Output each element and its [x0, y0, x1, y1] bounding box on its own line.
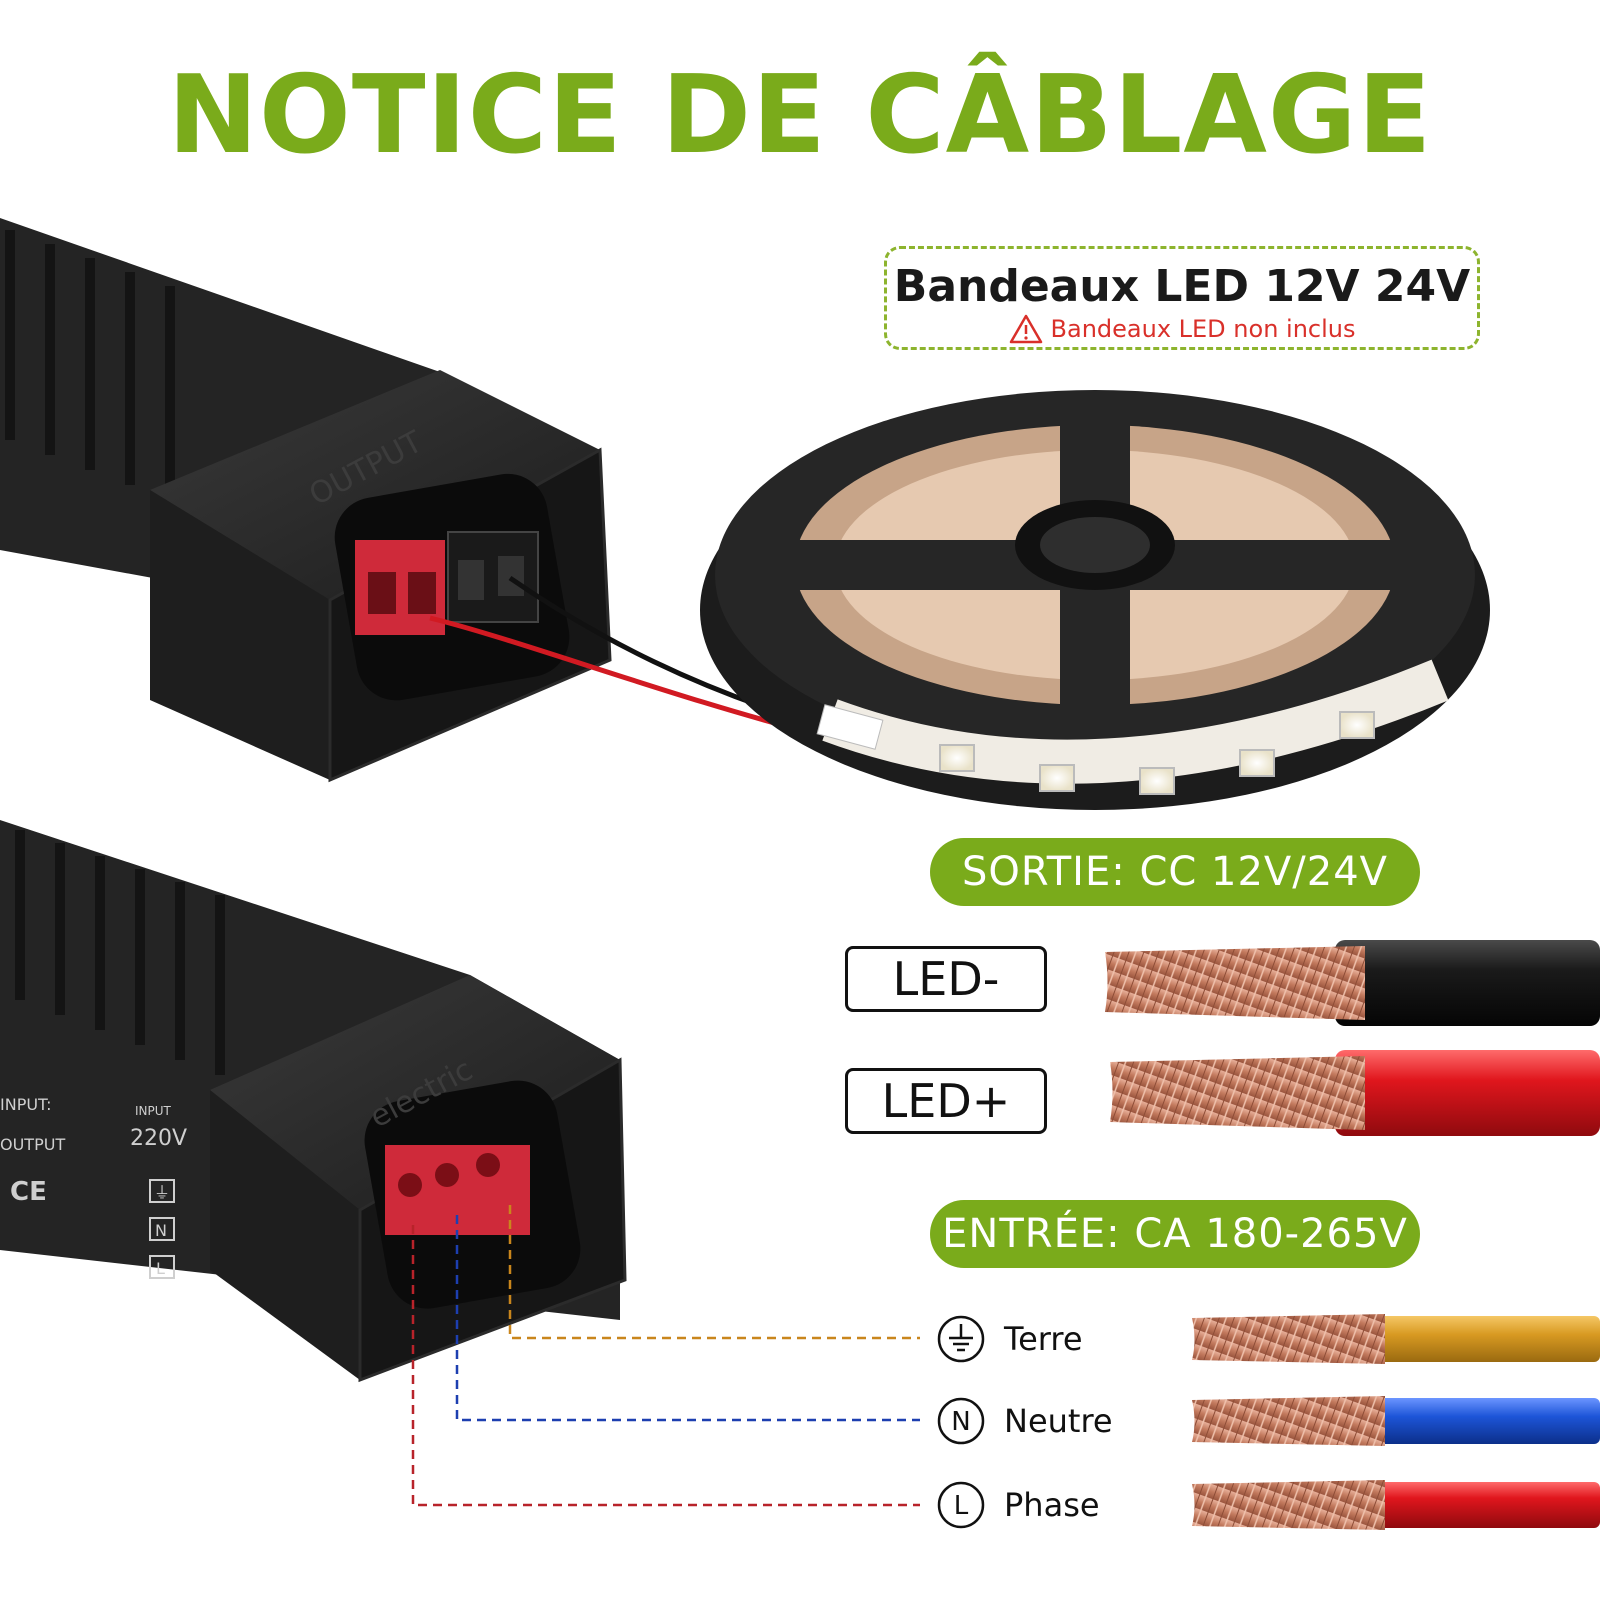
power-supply-output: OUTPUT: [0, 218, 821, 783]
wire-earth: [1192, 1314, 1600, 1364]
phase-row: L Phase: [936, 1480, 1100, 1530]
neutral-symbol-text: N: [951, 1407, 970, 1437]
side-label-output: OUTPUT: [0, 1135, 65, 1154]
wire-led-minus: [1105, 940, 1600, 1026]
neutral-row: N Neutre: [936, 1396, 1113, 1446]
earth-label: Terre: [1004, 1320, 1083, 1358]
led-minus-label: LED-: [845, 946, 1047, 1012]
output-voltage-pill: SORTIE: CC 12V/24V: [930, 838, 1420, 906]
input-voltage-pill: ENTRÉE: CA 180-265V: [930, 1200, 1420, 1268]
ce-mark: CE: [10, 1177, 47, 1207]
earth-symbol: ⏚: [154, 1183, 170, 1202]
input-arrow-label: INPUT: [135, 1104, 172, 1118]
power-supply-input: electric INPUT: OUTPUT CE INPUT 220V ⏚ N…: [0, 820, 627, 1383]
leader-lines: [411, 1205, 920, 1507]
phase-label: Phase: [1004, 1486, 1100, 1524]
led-plus-label: LED+: [845, 1068, 1047, 1134]
warning-icon: [1009, 314, 1042, 344]
wire-phase: [1192, 1480, 1600, 1530]
earth-row: Terre: [936, 1314, 1083, 1364]
line-symbol: L: [156, 1259, 165, 1278]
earth-icon: [937, 1315, 985, 1363]
not-included-note: Bandeaux LED non inclus: [1009, 314, 1356, 344]
led-strip-title: Bandeaux LED 12V 24V: [893, 261, 1471, 312]
neutral-symbol: N: [155, 1221, 167, 1240]
wire-neutral: [1192, 1396, 1600, 1446]
side-label-input: INPUT:: [0, 1095, 51, 1114]
phase-symbol-text: L: [954, 1491, 969, 1521]
neutral-icon: N: [937, 1397, 985, 1445]
not-included-text: Bandeaux LED non inclus: [1050, 315, 1356, 343]
led-strip-callout: Bandeaux LED 12V 24V Bandeaux LED non in…: [884, 246, 1480, 350]
wire-led-plus: [1110, 1050, 1600, 1136]
phase-icon: L: [937, 1481, 985, 1529]
page-title: NOTICE DE CÂBLAGE: [167, 53, 1433, 178]
led-strip-reel: [700, 390, 1490, 810]
voltage-marking: 220V: [130, 1126, 187, 1151]
neutral-label: Neutre: [1004, 1402, 1113, 1440]
